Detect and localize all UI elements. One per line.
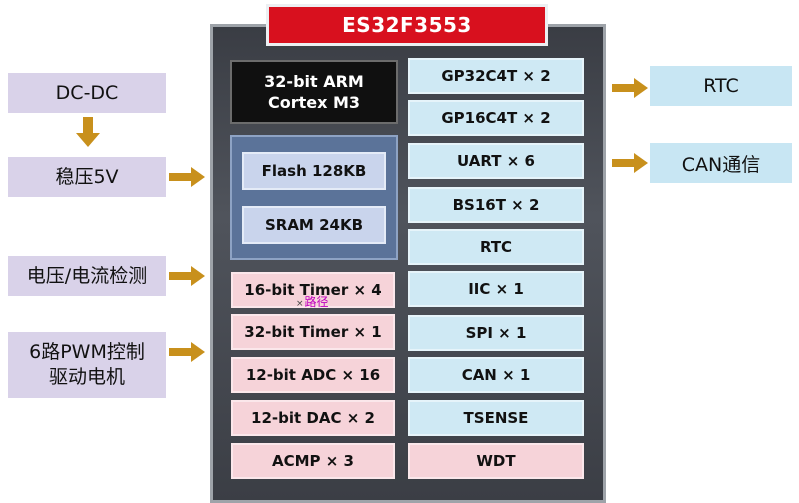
regulator-box: 稳压5V	[8, 157, 166, 197]
cpu-line-2: Cortex M3	[267, 93, 361, 112]
down-arrow-icon	[76, 117, 100, 147]
can-external-box: CAN通信	[650, 143, 792, 183]
right-arrow-icon	[169, 266, 205, 286]
sensing-box: 电压/电流检测	[8, 256, 166, 296]
pwm-line-2: 驱动电机	[48, 366, 125, 388]
rtc-external-box: RTC	[650, 66, 792, 106]
spi-block: SPI × 1	[408, 315, 584, 351]
gp32c4t-block: GP32C4T × 2	[408, 58, 584, 94]
cpu-line-1: 32-bit ARM	[264, 72, 364, 91]
gp16c4t-block: GP16C4T × 2	[408, 100, 584, 136]
path-marker: ×路径	[296, 296, 329, 310]
marker-x-icon: ×	[296, 299, 304, 309]
bs16t-block: BS16T × 2	[408, 187, 584, 223]
dcdc-box: DC-DC	[8, 73, 166, 113]
adc-block: 12-bit ADC × 16	[231, 357, 395, 393]
timer16-block: 16-bit Timer × 4	[231, 272, 395, 308]
dac-block: 12-bit DAC × 2	[231, 400, 395, 436]
right-arrow-icon	[169, 167, 205, 187]
can-block: CAN × 1	[408, 357, 584, 393]
wdt-block: WDT	[408, 443, 584, 479]
right-arrow-icon	[612, 78, 648, 98]
pwm-line-1: 6路PWM控制	[29, 341, 145, 363]
timer32-block: 32-bit Timer × 1	[231, 314, 395, 350]
uart-block: UART × 6	[408, 143, 584, 179]
right-arrow-icon	[612, 153, 648, 173]
acmp-block: ACMP × 3	[231, 443, 395, 479]
iic-block: IIC × 1	[408, 271, 584, 307]
rtc-block: RTC	[408, 229, 584, 265]
cpu-block: 32-bit ARM Cortex M3	[230, 60, 398, 124]
tsense-block: TSENSE	[408, 400, 584, 436]
path-marker-label: 路径	[304, 295, 329, 309]
pwm-box: 6路PWM控制 驱动电机	[8, 332, 166, 398]
right-arrow-icon	[169, 342, 205, 362]
sram-block: SRAM 24KB	[242, 206, 386, 244]
chip-title: ES32F3553	[266, 4, 548, 46]
flash-block: Flash 128KB	[242, 152, 386, 190]
